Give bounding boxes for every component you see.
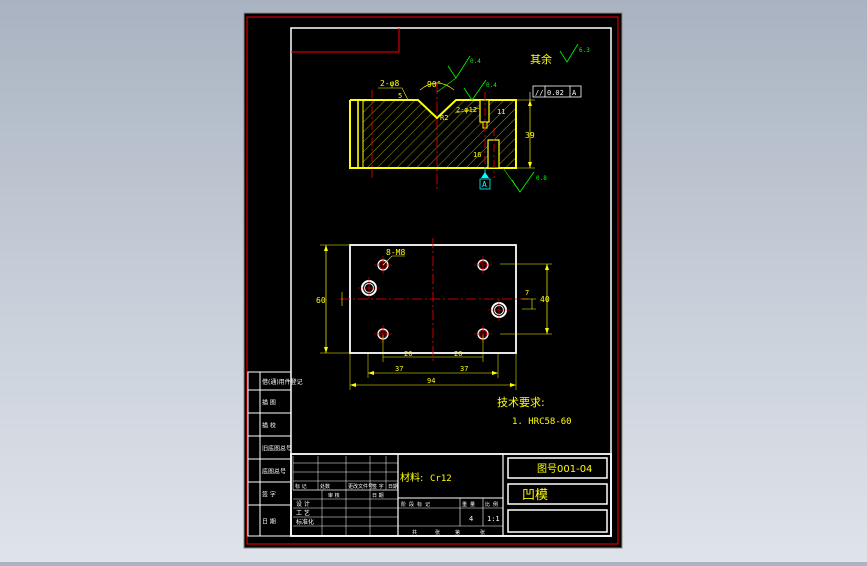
dim-37a-label: 37	[395, 365, 403, 373]
scale-label: 比 例	[485, 501, 498, 508]
hole-side-label: 2-φ12	[456, 106, 477, 114]
role-label: 工 艺	[296, 509, 310, 517]
threaded-hole	[374, 256, 392, 274]
leader-line	[378, 87, 409, 101]
qty-value: 4	[469, 515, 473, 523]
arrowhead	[492, 371, 498, 375]
datum-marker: A	[479, 168, 491, 190]
svg-text:A: A	[572, 89, 577, 97]
material-value: Cr12	[430, 474, 452, 484]
side-label: 底图总号	[262, 468, 286, 476]
radius-label: R2	[440, 114, 448, 122]
company-box	[507, 509, 608, 533]
front-view: 39 90° 2-φ8 5 R2 2-φ12 11 16 0.4 0.4 0.8	[349, 55, 582, 193]
title-block: 图号001-04 凹模 材料: Cr12 阶 段 标 记 重 量 比 例 4 1…	[290, 453, 612, 537]
revision-header: 标 记	[295, 483, 307, 490]
top-view: 8-M8 60 40 7 26 26 37 37	[316, 238, 552, 390]
svg-text:张: 张	[480, 529, 485, 536]
part-name: 凹模	[522, 488, 548, 503]
svg-text:共: 共	[412, 529, 417, 536]
arrowhead	[545, 328, 549, 334]
svg-text:张: 张	[435, 529, 440, 536]
threaded-hole	[474, 256, 492, 274]
svg-text:0.4: 0.4	[470, 58, 481, 65]
svg-text:0.02: 0.02	[547, 89, 564, 97]
arrowhead	[324, 245, 328, 251]
code-box	[291, 28, 400, 53]
svg-text:0.8: 0.8	[536, 175, 547, 182]
revision-header: 处数	[320, 483, 330, 490]
roughness-symbol-top: 0.4	[436, 55, 481, 93]
role-label: 审 核	[328, 492, 340, 499]
part-name-box	[507, 483, 608, 505]
arrowhead	[350, 383, 356, 387]
angle-label: 90°	[427, 80, 441, 89]
arrowhead	[528, 100, 532, 106]
svg-text://: //	[535, 89, 543, 97]
scale-value: 1:1	[487, 515, 500, 523]
hole-top-label: 2-φ8	[380, 79, 399, 88]
side-label: 旧底图总号	[262, 445, 292, 453]
pin-hole	[488, 299, 510, 321]
front-bottom-hole	[487, 139, 500, 169]
tech-req-heading: 技术要求:	[497, 396, 545, 409]
roughness-symbol-bottom: 0.8	[502, 167, 547, 193]
surface-roughness-note: 其余 6.3	[530, 43, 590, 66]
side-label: 借(通)用件登记	[262, 378, 303, 386]
arrowhead	[324, 347, 328, 353]
side-label: 描 图	[262, 399, 276, 407]
thread-label: 8-M8	[386, 248, 405, 257]
dim-11-label: 11	[497, 108, 505, 116]
arrowhead	[368, 371, 374, 375]
role-label: 日 期	[372, 493, 384, 499]
side-label: 签 字	[262, 491, 276, 499]
roughness-symbol-left: 0.4	[463, 79, 497, 101]
revision-header: 更改文件号	[348, 483, 373, 490]
revision-grid: 标 记 处数 更改文件号签 字日期审 核 日 期设 计工 艺标准化	[292, 456, 399, 536]
weight-label: 重 量	[462, 501, 475, 508]
role-label: 设 计	[296, 500, 310, 508]
tech-req-item: 1. HRC58-60	[512, 417, 572, 427]
dim-40-label: 40	[540, 295, 550, 304]
front-hole	[479, 99, 490, 123]
arrowhead	[545, 264, 549, 270]
stage-label: 阶 段 标 记	[401, 501, 430, 508]
arrowhead	[510, 383, 516, 387]
svg-text:A: A	[482, 180, 487, 189]
leader-line	[454, 107, 481, 114]
tolerance-frame: // 0.02 A	[529, 85, 582, 100]
dim-94-label: 94	[427, 377, 435, 385]
dim-60-label: 60	[316, 296, 326, 305]
material-label: 材料:	[400, 471, 423, 484]
drawing-no-box	[507, 457, 608, 479]
revision-header: 签 字	[372, 483, 384, 490]
dim-16-label: 16	[473, 151, 481, 159]
svg-text:第: 第	[455, 529, 460, 536]
dim-height-label: 39	[525, 131, 535, 140]
side-label: 日 期	[262, 518, 276, 526]
angle-arc	[419, 82, 455, 91]
dim-37b-label: 37	[460, 365, 468, 373]
technical-requirements: 技术要求: 1. HRC58-60	[497, 396, 572, 427]
svg-text:0.4: 0.4	[486, 82, 497, 89]
dim-5-label: 5	[398, 92, 402, 100]
dim-7-label: 7	[525, 289, 529, 297]
drawing-number: 图号001-04	[537, 463, 592, 475]
revision-header: 日期	[388, 484, 398, 490]
svg-text:其余: 其余	[530, 52, 552, 66]
side-label: 描 校	[262, 422, 276, 430]
dim-26a-label: 26	[404, 350, 412, 358]
pin-hole	[358, 277, 380, 299]
outer-frame	[246, 16, 619, 545]
dim-26b-label: 26	[454, 350, 462, 358]
arrowhead	[528, 162, 532, 168]
role-label: 标准化	[296, 518, 314, 526]
svg-text:6.3: 6.3	[579, 47, 590, 54]
leader-line	[382, 255, 405, 266]
